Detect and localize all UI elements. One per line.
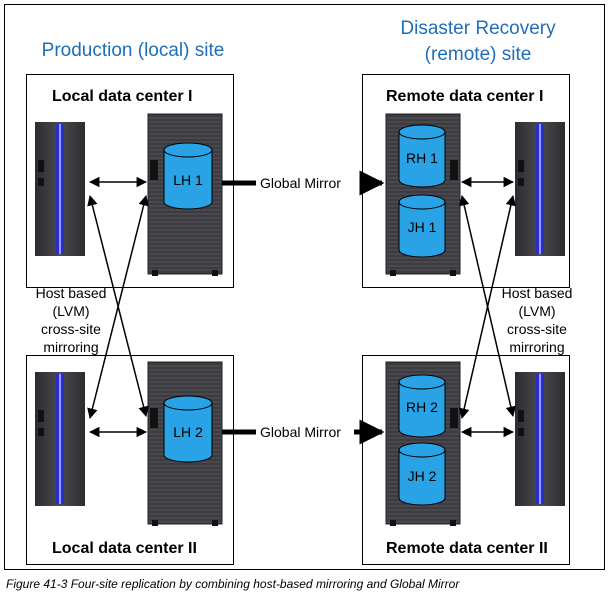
volume-jh2-label: JH 2 bbox=[408, 468, 437, 484]
production-site-title: Production (local) site bbox=[41, 40, 225, 61]
host-server-local-1 bbox=[35, 122, 85, 256]
volume-jh1-label: JH 1 bbox=[408, 219, 437, 235]
local-data-center-1-label: Local data center I bbox=[52, 88, 193, 105]
volume-lh2-cylinder bbox=[163, 395, 213, 463]
left-lvm-note-line4: mirroring bbox=[43, 339, 99, 355]
global-mirror-bottom-label: Global Mirror bbox=[260, 424, 341, 440]
figure-caption: Figure 41-3 Four-site replication by com… bbox=[6, 577, 460, 591]
left-lvm-note-line2: (LVM) bbox=[52, 303, 90, 319]
right-lvm-note-line3: cross-site bbox=[507, 321, 567, 337]
right-lvm-note-line1: Host based bbox=[501, 285, 573, 301]
host-server-remote-2 bbox=[515, 372, 565, 506]
volume-rh1-cylinder bbox=[398, 124, 446, 188]
recovery-site-title-line1: Disaster Recovery bbox=[400, 18, 556, 39]
lvm-cross-link-left-b bbox=[87, 194, 149, 420]
remote-data-center-1-label: Remote data center I bbox=[386, 88, 544, 105]
right-lvm-note-line2: (LVM) bbox=[518, 303, 556, 319]
local-data-center-2-label: Local data center II bbox=[52, 540, 197, 557]
right-lvm-note-line4: mirroring bbox=[509, 339, 565, 355]
volume-lh1-label: LH 1 bbox=[173, 172, 203, 188]
volume-rh2-cylinder bbox=[398, 374, 446, 438]
volume-lh2-label: LH 2 bbox=[173, 424, 203, 440]
host-server-remote-1 bbox=[515, 122, 565, 256]
lvm-cross-link-right-b bbox=[458, 194, 517, 420]
global-mirror-top-label: Global Mirror bbox=[260, 175, 341, 191]
volume-lh1-cylinder bbox=[163, 142, 213, 210]
diagram-frame bbox=[4, 4, 605, 570]
volume-jh1-cylinder bbox=[398, 194, 446, 258]
volume-jh2-cylinder bbox=[398, 442, 446, 506]
left-lvm-note: Host based (LVM) cross-site mirroring bbox=[26, 284, 116, 356]
remote-data-center-2-label: Remote data center II bbox=[386, 540, 548, 557]
recovery-site-title-line2: (remote) site bbox=[424, 44, 532, 65]
left-lvm-note-line1: Host based bbox=[35, 285, 107, 301]
volume-rh2-label: RH 2 bbox=[406, 399, 438, 415]
right-lvm-note: Host based (LVM) cross-site mirroring bbox=[492, 284, 582, 356]
host-server-local-2 bbox=[35, 372, 85, 506]
volume-rh1-label: RH 1 bbox=[406, 150, 438, 166]
left-lvm-note-line3: cross-site bbox=[41, 321, 101, 337]
